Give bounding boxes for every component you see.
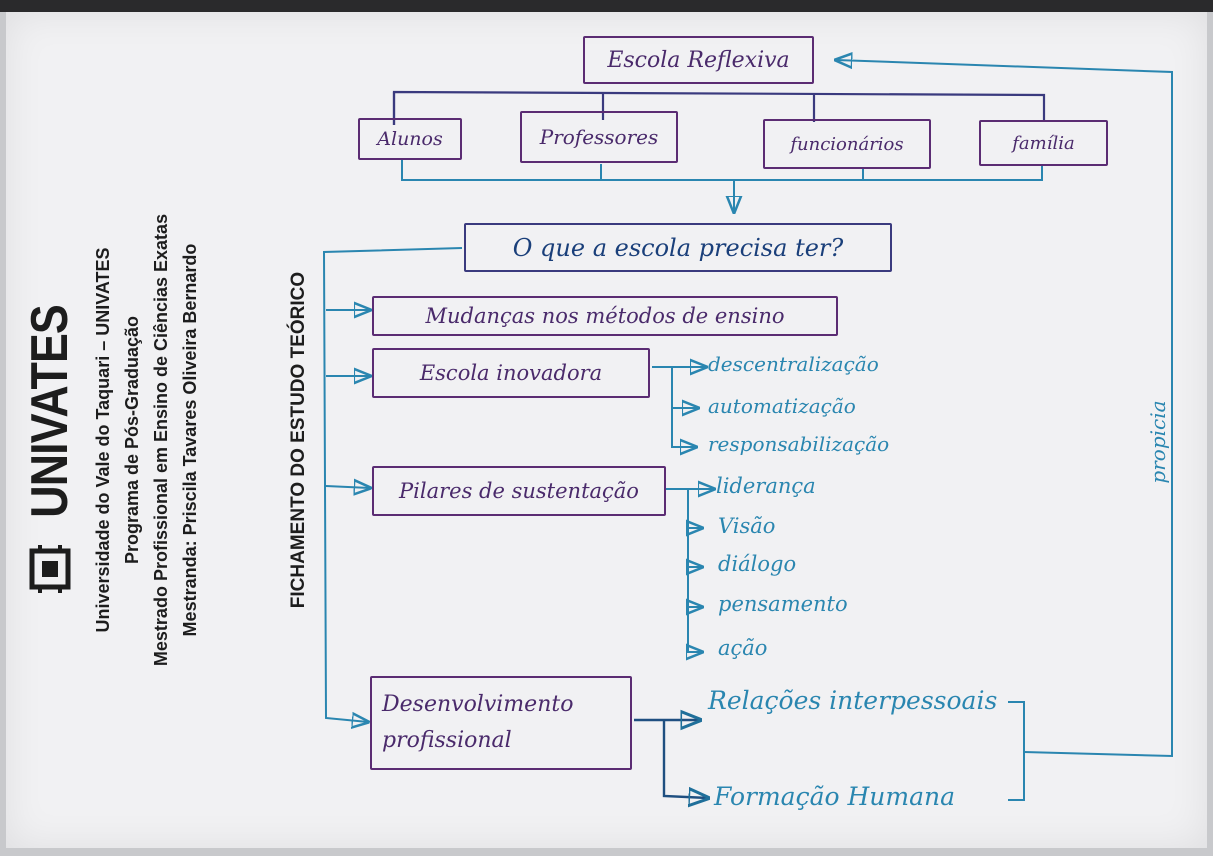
feedback-label-propicia: propicia <box>1146 400 1170 484</box>
need-box-innovative: Escola inovadora <box>372 348 650 398</box>
paper-sheet: UNIVATES Universidade do Vale do Taquari… <box>6 12 1207 848</box>
pillar-item-lideranca: liderança <box>716 474 816 498</box>
printed-header: UNIVATES Universidade do Vale do Taquari… <box>11 140 301 740</box>
document-subtitle: FICHAMENTO DO ESTUDO TEÓRICO <box>288 271 309 609</box>
pillar-item-pensamento: pensamento <box>718 592 848 616</box>
actor-box-professores: Professores <box>520 111 678 163</box>
logo-wordmark: UNIVATES <box>21 304 79 518</box>
innovative-item-responsabilizacao: responsabilização <box>708 432 890 456</box>
actor-box-funcionarios: funcionários <box>763 119 931 169</box>
connector-lines <box>322 12 1173 848</box>
need-box-pillars: Pilares de sustentação <box>372 466 666 516</box>
pillar-item-dialogo: diálogo <box>718 552 797 576</box>
need-box-development: Desenvolvimento profissional <box>370 676 632 770</box>
development-item-formacao: Formação Humana <box>714 782 956 811</box>
univates-logo-icon <box>26 544 74 593</box>
actor-box-alunos: Alunos <box>358 118 462 160</box>
top-edge <box>0 0 1213 12</box>
pillar-item-visao: Visão <box>718 514 776 538</box>
innovative-item-descentralizacao: descentralização <box>708 352 879 376</box>
university-line: Universidade do Vale do Taquari – UNIVAT… <box>93 247 113 633</box>
innovative-item-automatizacao: automatização <box>708 394 856 418</box>
question-box: O que a escola precisa ter? <box>464 223 892 272</box>
program-line: Programa de Pós-Graduação <box>122 315 142 565</box>
pillar-item-acao: ação <box>718 636 768 660</box>
course-line: Mestrado Profissional em Ensino de Ciênc… <box>151 213 171 667</box>
actor-box-familia: família <box>979 120 1108 166</box>
student-line: Mestranda: Priscila Tavares Oliveira Ber… <box>180 243 200 637</box>
root-box-escola-reflexiva: Escola Reflexiva <box>583 36 814 84</box>
development-item-relacoes: Relações interpessoais <box>708 686 998 715</box>
need-box-methods: Mudanças nos métodos de ensino <box>372 296 838 336</box>
